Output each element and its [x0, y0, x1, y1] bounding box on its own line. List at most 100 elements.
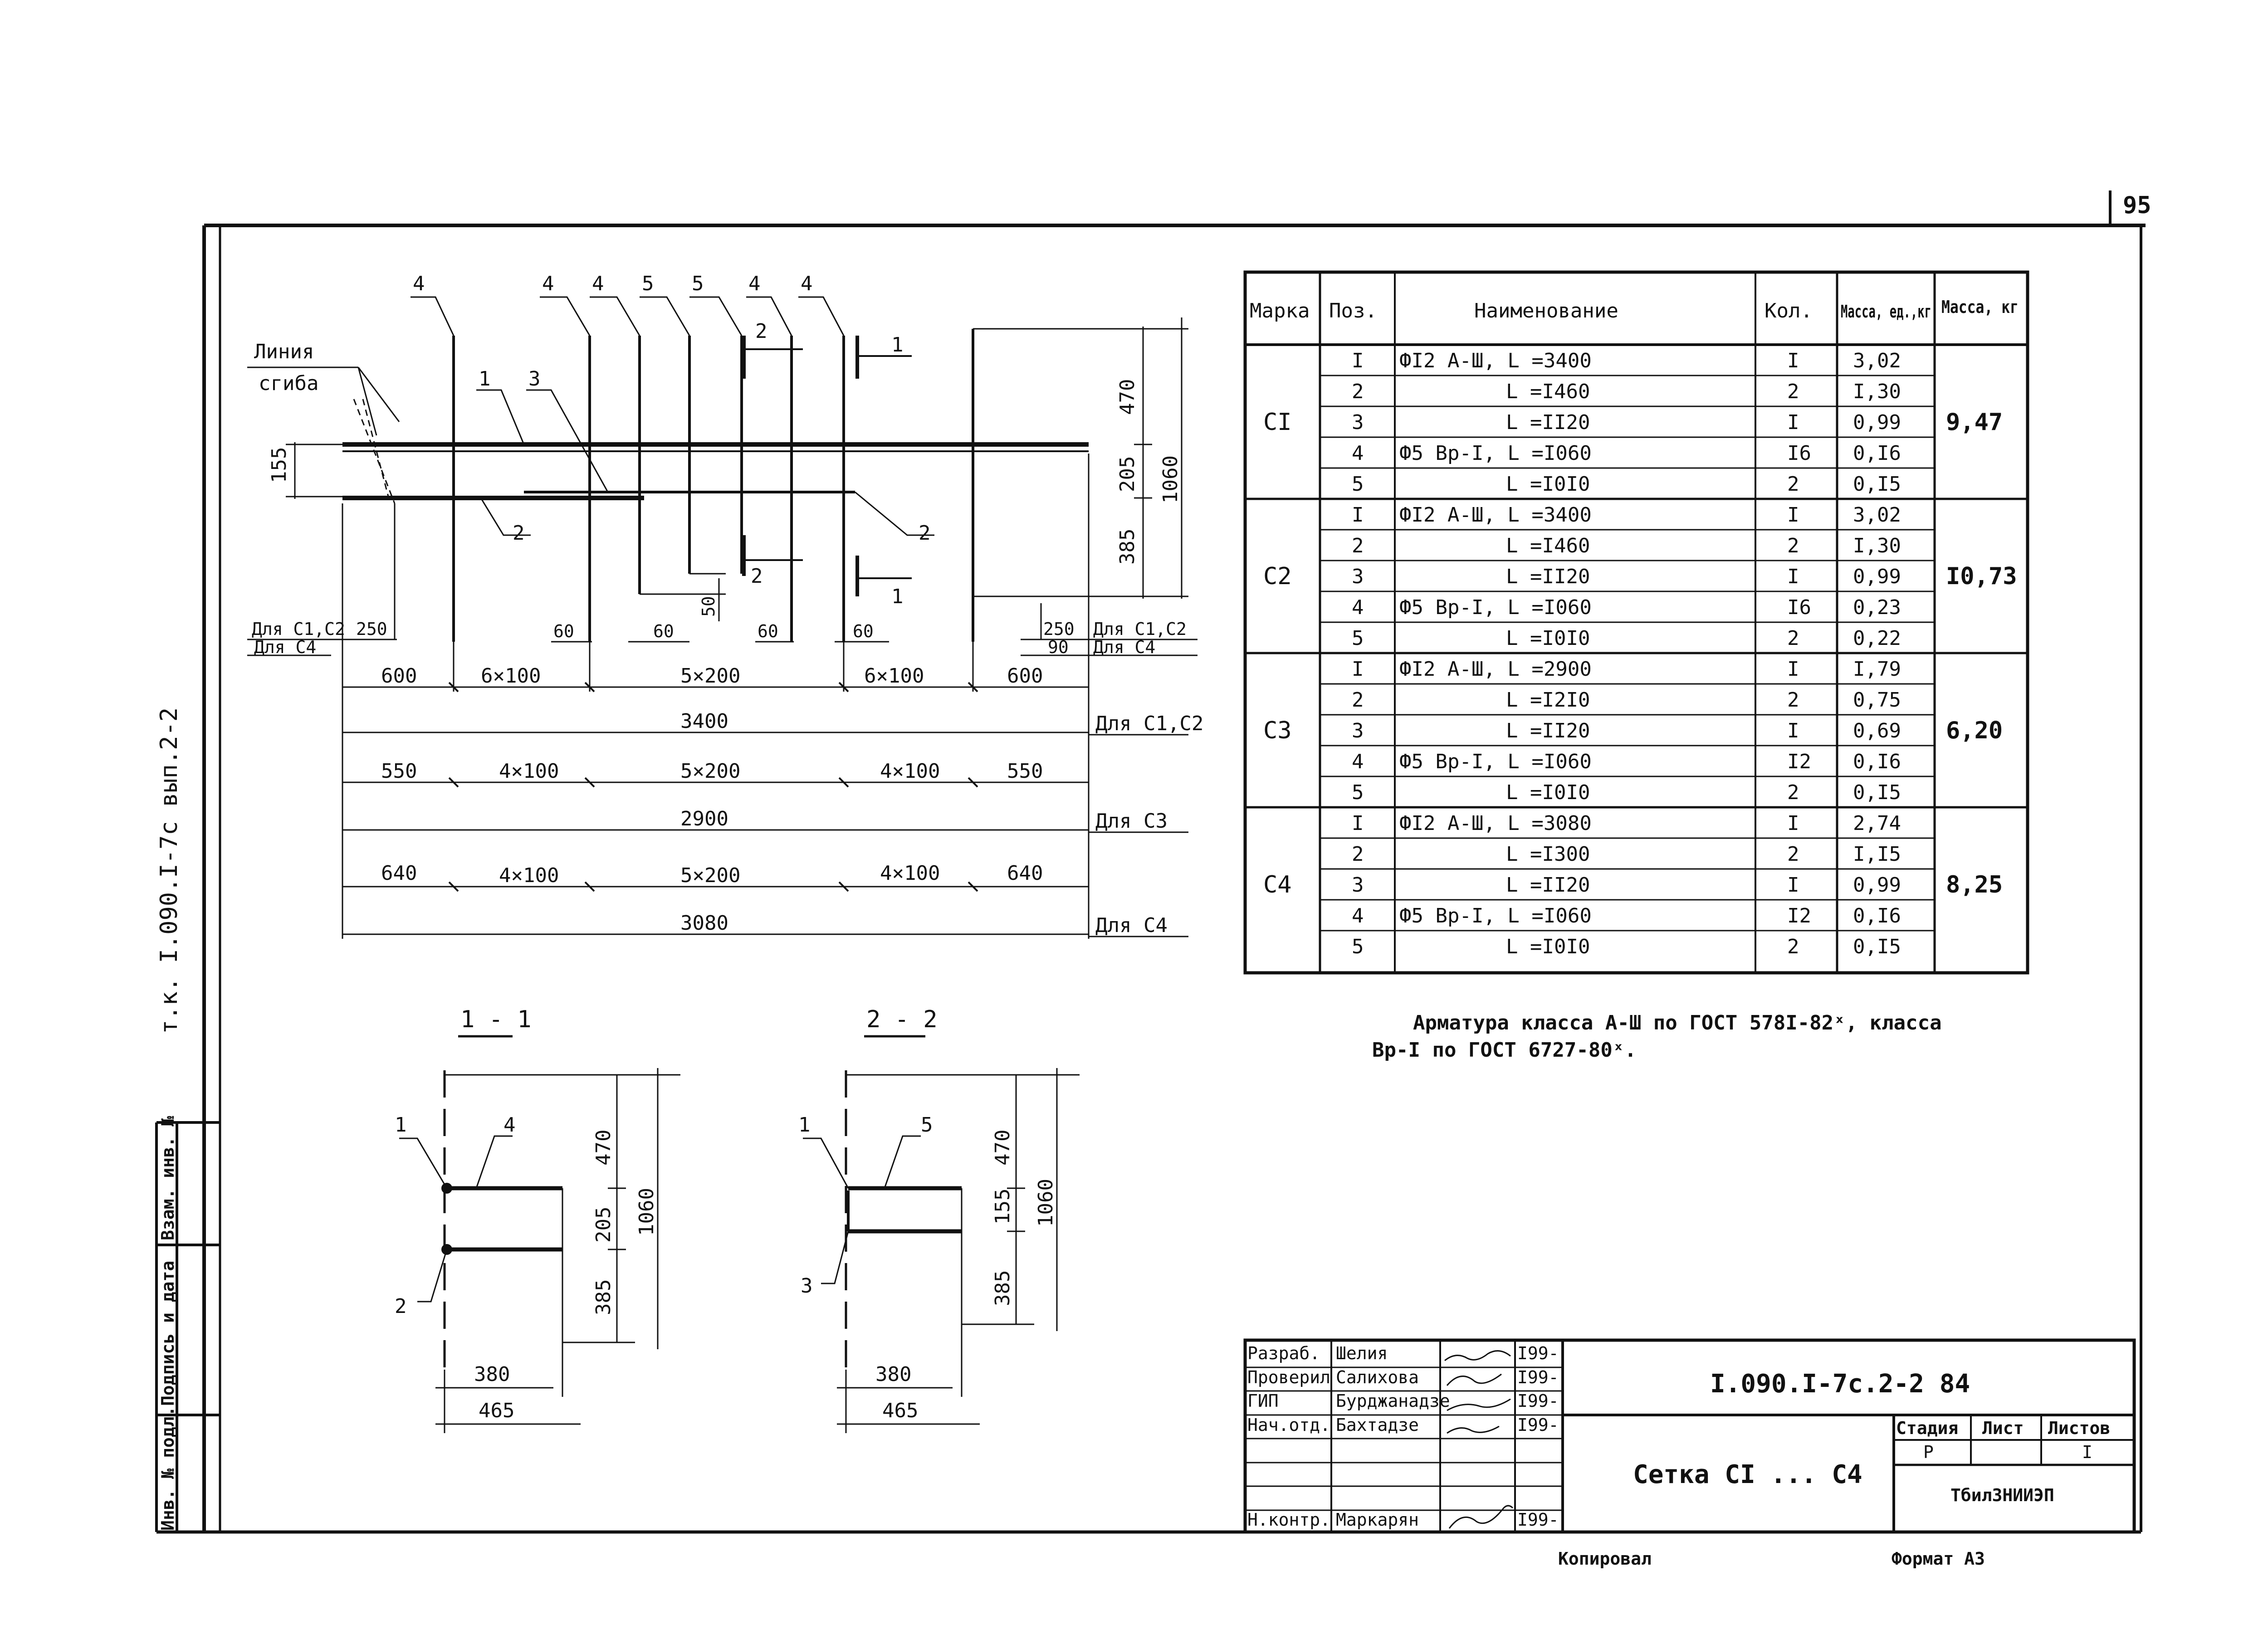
cut-mark-labels: 2 1 2 1 [751, 320, 904, 608]
dim-label: 640 [381, 862, 417, 885]
dim-60: 60 [553, 621, 574, 641]
col-header: Масса, ед.,кг [1841, 302, 1931, 322]
stage-header: Стадия [1896, 1418, 1958, 1438]
dim-label: 470 [592, 1130, 615, 1166]
spec-unit-mass: 0,69 [1853, 719, 1901, 742]
note-line-1: Арматура класса А-Ш по ГОСТ 578I-82ˣ, кл… [1413, 1011, 1942, 1034]
spec-total-mass: 6,20 [1946, 717, 2003, 744]
spec-name: Ф5 Вр-I, L =I060 [1399, 596, 1592, 619]
left-end-for-c1c2: Для С1,С2 [252, 619, 345, 639]
spec-unit-mass: 0,I5 [1853, 935, 1901, 958]
staff-name: Шелия [1336, 1343, 1388, 1363]
staff-date: I99- [1517, 1391, 1559, 1411]
pos-label: 5 [642, 272, 654, 295]
organization: ТбилЗНИИЭП [1950, 1485, 2054, 1505]
dim-label: 4×100 [880, 862, 940, 885]
spec-pos: 3 [1352, 565, 1364, 588]
dim-label: 50 [699, 596, 719, 617]
right-end-for-c1c2: Для С1,С2 [1093, 619, 1187, 639]
stage-value: I [2082, 1442, 2092, 1462]
spec-name: L =II20 [1506, 565, 1590, 588]
pos-label: 3 [528, 367, 541, 390]
dim-60: 60 [758, 621, 778, 641]
dim-label: 470 [991, 1130, 1014, 1166]
spec-qty: I [1787, 349, 1799, 372]
left-end-for-c4: Для С4 [254, 637, 316, 657]
spec-qty: I [1787, 503, 1799, 527]
dim-label: 1060 [1034, 1179, 1057, 1227]
dim-label: 600 [1007, 664, 1043, 688]
staff-name: Бурджанадзе [1336, 1391, 1450, 1411]
dim-total: 3400 [680, 710, 728, 733]
col-header: Марка [1250, 299, 1310, 322]
plan-geometry [247, 296, 1198, 939]
bar-node [441, 1183, 452, 1194]
spec-unit-mass: 0,99 [1853, 565, 1901, 588]
cut-mark-label: 2 [755, 320, 767, 343]
dim-label: 155 [268, 447, 291, 483]
dim-label: 465 [479, 1399, 514, 1422]
dim-label: 155 [991, 1189, 1014, 1225]
spec-unit-mass: 3,02 [1853, 503, 1901, 527]
pos-label: 4 [542, 272, 554, 295]
spec-pos: 4 [1352, 442, 1364, 465]
staff-date: I99- [1517, 1415, 1559, 1435]
spec-qty: 2 [1787, 935, 1799, 958]
spec-unit-mass: 0,I5 [1853, 781, 1901, 804]
section-1-1: 1 - 1 1 4 2 470 205 385 1060 [395, 1006, 680, 1433]
spec-name: L =I2I0 [1506, 688, 1590, 712]
spec-unit-mass: 0,I6 [1853, 904, 1901, 927]
spec-qty: I [1787, 873, 1799, 897]
spec-table-header: Марка Поз. Наименование Кол. Масса, ед.,… [1250, 297, 2019, 322]
spec-unit-mass: 0,75 [1853, 688, 1901, 712]
side-stamp-inv-replace: Взам. инв. № [158, 1116, 178, 1240]
spec-pos: 3 [1352, 719, 1364, 742]
staff-role: Разраб. [1247, 1343, 1320, 1363]
left-end-250: 250 [356, 619, 387, 639]
spec-unit-mass: 0,22 [1853, 627, 1901, 650]
vertical-dim-labels: 470 205 385 1060 155 50 [268, 379, 1182, 617]
spec-pos: I [1352, 658, 1364, 681]
spec-qty: 2 [1787, 534, 1799, 557]
spec-name: Ф5 Вр-I, L =I060 [1399, 750, 1592, 773]
spec-name: L =II20 [1506, 411, 1590, 434]
dim-label: 380 [474, 1363, 510, 1386]
pos-label: 4 [801, 272, 813, 295]
spec-pos: 4 [1352, 750, 1364, 773]
staff-date: I99- [1517, 1343, 1559, 1363]
spec-name: L =I0I0 [1506, 781, 1590, 804]
pos-label: 1 [479, 367, 491, 390]
cut-mark-label: 1 [891, 585, 904, 608]
dim-label: 1060 [1159, 455, 1182, 503]
section-1-1-geometry [399, 1035, 680, 1433]
staff-name: Салихова [1336, 1367, 1419, 1387]
dim-label: 6×100 [864, 664, 924, 688]
dim-total: 3080 [680, 912, 728, 935]
spec-pos: 4 [1352, 904, 1364, 927]
dim-label: 5×200 [680, 760, 740, 783]
spec-name: L =II20 [1506, 719, 1590, 742]
pos-label: 4 [413, 272, 425, 295]
title-block-grid [1243, 1338, 2136, 1534]
pos-label: 4 [748, 272, 761, 295]
spec-qty: 2 [1787, 843, 1799, 866]
spec-pos: 2 [1352, 380, 1364, 403]
bend-line-label-1: Линия [254, 340, 314, 363]
staff-role: Н.контр. [1247, 1510, 1330, 1530]
dim-row-3: 640 4×100 5×200 4×100 640 3080 Для С4 [381, 862, 1168, 937]
dim-label: 550 [381, 760, 417, 783]
spec-pos: 3 [1352, 411, 1364, 434]
spec-unit-mass: I,I5 [1853, 843, 1901, 866]
spec-name: ФI2 А-Ш, L =3080 [1399, 812, 1592, 835]
spec-pos: 5 [1352, 935, 1364, 958]
col-header: Масса, кг [1941, 297, 2019, 317]
dim-for: Для С4 [1095, 914, 1168, 937]
spec-pos: 5 [1352, 627, 1364, 650]
dim-row-1: 600 6×100 5×200 6×100 600 3400 Для С1,С2 [381, 664, 1203, 735]
side-stamp-inv-orig: Инв. № подл. [158, 1406, 178, 1531]
spec-name: L =I0I0 [1506, 935, 1590, 958]
dim-label: 385 [991, 1270, 1014, 1306]
